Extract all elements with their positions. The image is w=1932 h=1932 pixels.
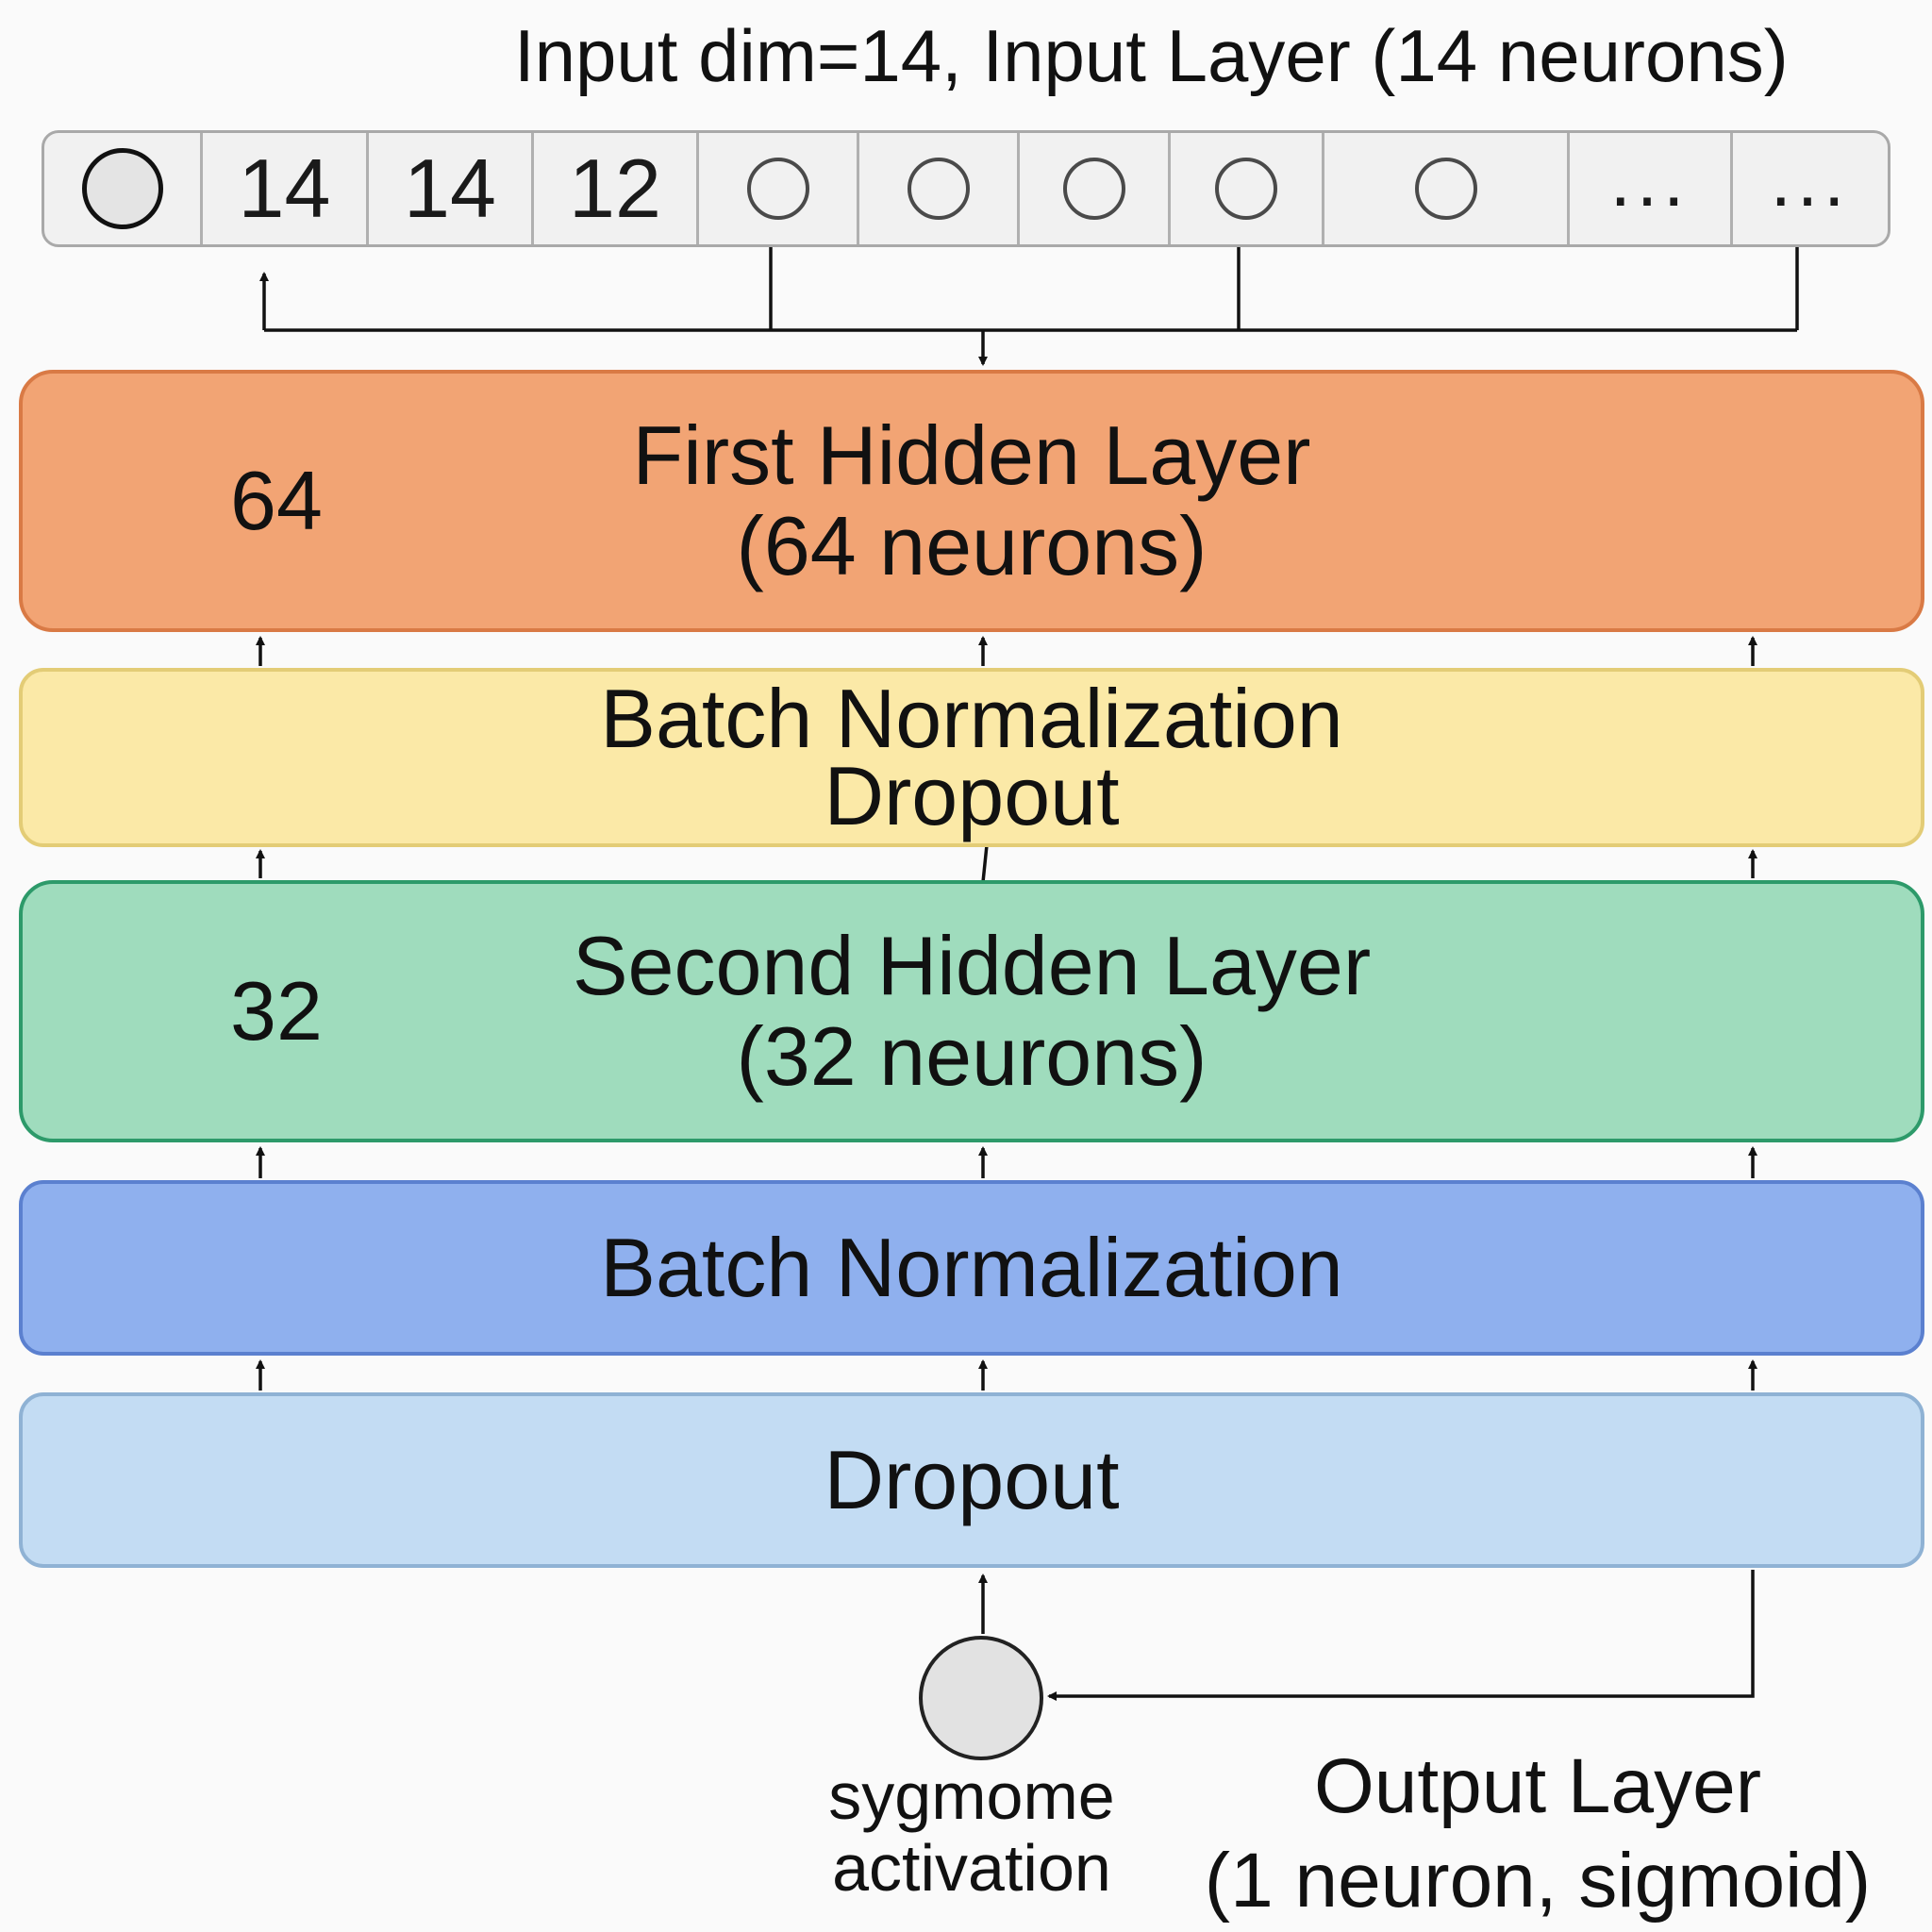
ellipsis: ...	[1609, 138, 1690, 222]
input-value-cell: 14	[366, 133, 531, 244]
input-value: 14	[238, 142, 331, 235]
input-value: 14	[404, 142, 496, 235]
input-neuron-cell	[857, 133, 1017, 244]
ellipsis: ...	[1770, 138, 1851, 222]
output-layer-title: Output Layer	[1313, 1743, 1762, 1829]
dropout-layer: Dropout	[19, 1392, 1924, 1568]
batchnorm-dropout-layer: Batch Normalization Dropout	[19, 668, 1924, 847]
input-value-cell: 14	[200, 133, 366, 244]
activation-label: sygmome activation	[802, 1760, 1141, 1904]
input-neuron-cell	[1168, 133, 1322, 244]
first-hidden-layer: 64 First Hidden Layer (64 neurons)	[19, 370, 1924, 632]
input-value: 12	[569, 142, 661, 235]
input-neuron	[907, 158, 970, 220]
input-neuron-cell	[1017, 133, 1168, 244]
dropout-label: Dropout	[824, 749, 1120, 842]
input-ellipsis-cell: ...	[1730, 133, 1888, 244]
batchnorm-label: Batch Normalization	[600, 672, 1343, 765]
activation-label-line1: sygmome	[828, 1759, 1115, 1833]
output-layer-subtitle: (1 neuron, sigmoid)	[1204, 1838, 1872, 1924]
output-neuron	[919, 1636, 1043, 1760]
input-neuron	[1215, 158, 1277, 220]
second-hidden-size: 32	[230, 964, 323, 1058]
input-neuron-cell	[696, 133, 857, 244]
first-hidden-size: 64	[230, 454, 323, 547]
input-layer-title: Input dim=14, Input Layer (14 neurons)	[514, 14, 1789, 97]
input-neuron-cell	[1322, 133, 1567, 244]
first-hidden-title: First Hidden Layer	[632, 408, 1311, 502]
activation-label-line2: activation	[832, 1831, 1111, 1905]
input-ellipsis-cell: ...	[1567, 133, 1730, 244]
batch-normalization-layer: Batch Normalization	[19, 1180, 1924, 1356]
second-hidden-layer: 32 Second Hidden Layer (32 neurons)	[19, 880, 1924, 1142]
batch-normalization-title: Batch Normalization	[600, 1221, 1343, 1314]
input-value-cell: 12	[531, 133, 696, 244]
dropout-title: Dropout	[824, 1433, 1120, 1526]
input-neuron	[1062, 158, 1125, 220]
input-neuron	[1414, 158, 1477, 220]
input-layer-row: 14 14 12......	[42, 130, 1890, 247]
output-layer-label: Output Layer (1 neuron, sigmoid)	[1170, 1740, 1906, 1928]
second-hidden-subtitle: (32 neurons)	[736, 1009, 1208, 1103]
first-hidden-subtitle: (64 neurons)	[736, 499, 1208, 592]
input-neuron-cell	[44, 133, 200, 244]
input-neuron	[81, 148, 163, 229]
input-neuron	[746, 158, 809, 220]
second-hidden-title: Second Hidden Layer	[572, 919, 1372, 1012]
